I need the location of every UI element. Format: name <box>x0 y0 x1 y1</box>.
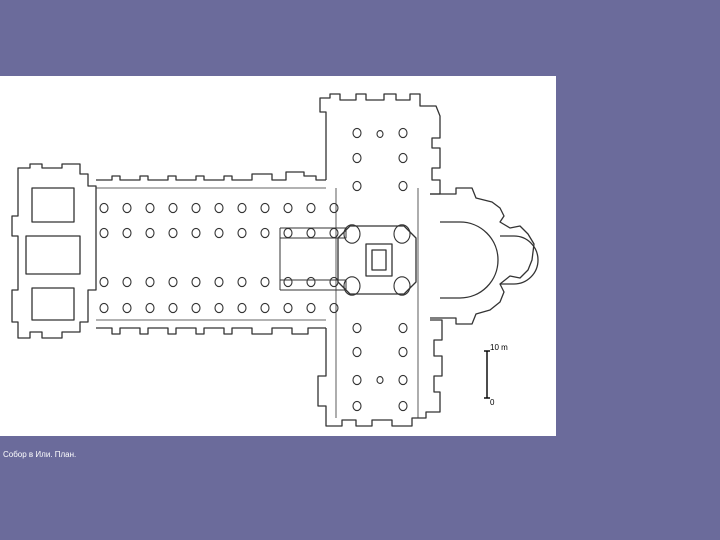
pier <box>306 227 316 239</box>
pier <box>343 276 361 296</box>
pier <box>168 202 178 214</box>
pier <box>145 302 155 314</box>
pier <box>168 227 178 239</box>
west-front-outline <box>11 163 97 339</box>
pier <box>191 276 201 288</box>
pier <box>352 374 362 386</box>
pier <box>214 302 224 314</box>
pier <box>393 224 411 244</box>
choir-screen-south <box>280 279 347 291</box>
cathedral-floor-plan <box>11 93 539 427</box>
pier <box>398 400 408 412</box>
pier <box>329 302 339 314</box>
floor-plan-panel: 10 m 0 <box>0 76 556 436</box>
slide-caption: Собор в Или. План. <box>3 450 77 459</box>
presbytery-outline <box>430 187 535 325</box>
pier <box>393 276 411 296</box>
pier <box>329 227 339 239</box>
pier <box>122 276 132 288</box>
pier <box>168 276 178 288</box>
pier <box>343 224 361 244</box>
pier <box>306 302 316 314</box>
pier <box>145 227 155 239</box>
east-chapel <box>500 235 539 285</box>
pier <box>168 302 178 314</box>
pier <box>352 346 362 358</box>
pier <box>398 346 408 358</box>
pier <box>237 202 247 214</box>
pier <box>122 302 132 314</box>
pier <box>352 152 362 164</box>
west-tower-room-middle <box>25 235 81 275</box>
pier <box>283 302 293 314</box>
pier <box>214 276 224 288</box>
pier <box>191 227 201 239</box>
pier <box>260 302 270 314</box>
pier <box>352 127 362 139</box>
pier <box>398 127 408 139</box>
pier <box>376 375 384 384</box>
crossing-octagon <box>337 225 417 295</box>
pier <box>237 227 247 239</box>
apse-inner <box>440 221 499 299</box>
pier <box>237 302 247 314</box>
west-tower-room-upper <box>31 187 75 223</box>
pier <box>260 227 270 239</box>
pier <box>145 202 155 214</box>
pier <box>329 202 339 214</box>
scale-top-label: 10 m <box>490 343 508 352</box>
pier <box>122 202 132 214</box>
pier <box>398 374 408 386</box>
pier <box>283 202 293 214</box>
pier <box>283 227 293 239</box>
altar-inner <box>371 249 387 271</box>
pier <box>306 276 316 288</box>
pier <box>237 276 247 288</box>
pier <box>260 276 270 288</box>
south-transept-outline <box>317 319 443 427</box>
pier <box>191 202 201 214</box>
scale-bottom-label: 0 <box>490 398 495 407</box>
nave-north-wall <box>96 171 326 181</box>
pier <box>99 227 109 239</box>
pier <box>398 322 408 334</box>
pier <box>376 129 384 138</box>
pier <box>352 400 362 412</box>
pier <box>99 202 109 214</box>
choir-screen-north <box>280 227 347 239</box>
pier <box>145 276 155 288</box>
pier <box>352 322 362 334</box>
nave-south-wall <box>96 327 326 335</box>
pier <box>398 180 408 192</box>
pier <box>99 302 109 314</box>
pier <box>283 276 293 288</box>
pier <box>352 180 362 192</box>
north-transept-outline <box>319 93 441 195</box>
pier <box>260 202 270 214</box>
pier <box>214 202 224 214</box>
pier <box>191 302 201 314</box>
pier <box>306 202 316 214</box>
pier <box>398 152 408 164</box>
pier <box>329 276 339 288</box>
pier <box>122 227 132 239</box>
pier <box>99 276 109 288</box>
altar-platform <box>365 243 393 277</box>
west-tower-room-lower <box>31 287 75 321</box>
pier <box>214 227 224 239</box>
